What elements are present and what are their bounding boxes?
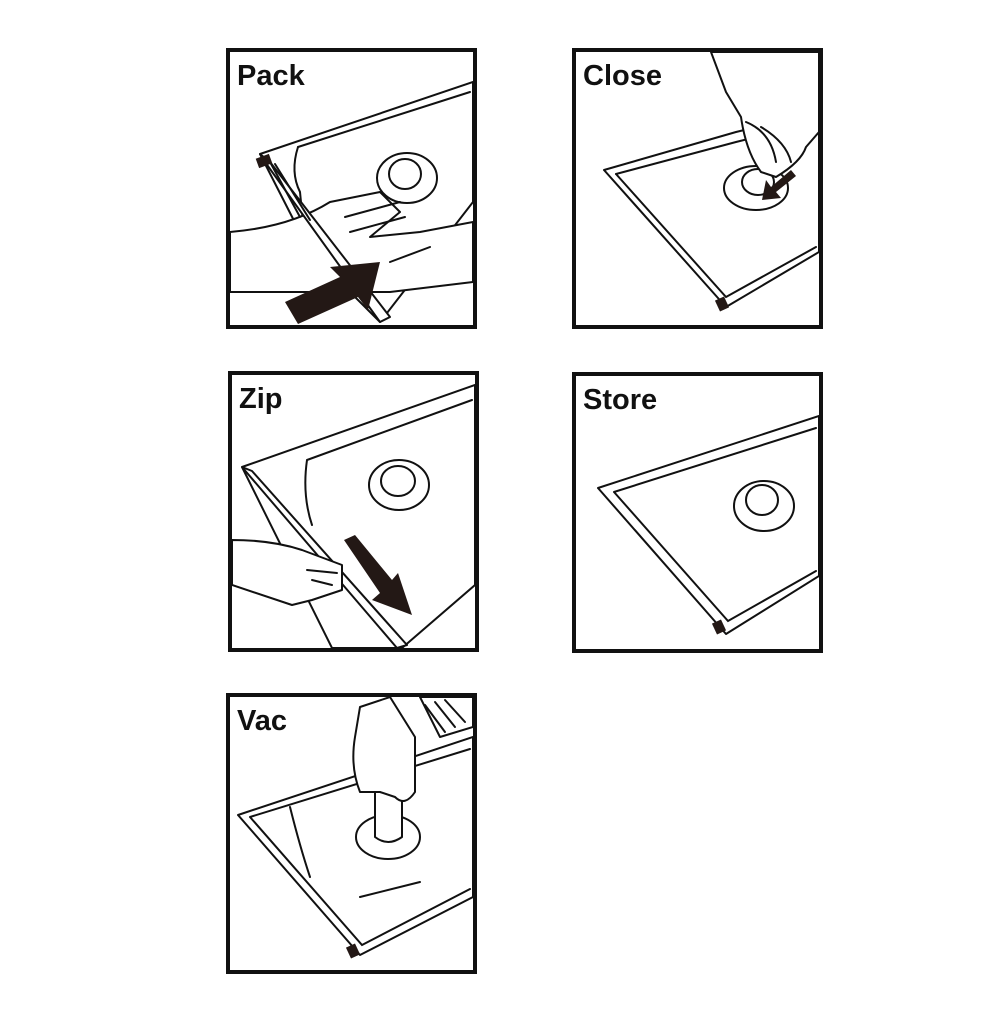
pack-illustration-icon <box>230 81 473 324</box>
step-label: Vac <box>237 705 287 737</box>
vac-illustration-icon <box>237 697 473 959</box>
step-close-panel: Close <box>572 48 823 329</box>
step-pack-panel: Pack <box>226 48 477 329</box>
step-label: Close <box>583 60 662 92</box>
store-illustration-icon <box>597 415 819 635</box>
step-store-panel: Store <box>572 372 823 653</box>
step-label: Pack <box>237 60 305 92</box>
step-vac-panel: Vac <box>226 693 477 974</box>
zip-illustration-icon <box>232 384 475 648</box>
step-zip-panel: Zip <box>228 371 479 652</box>
step-label: Store <box>583 384 658 416</box>
close-illustration-icon <box>603 52 819 312</box>
step-label: Zip <box>239 383 283 415</box>
